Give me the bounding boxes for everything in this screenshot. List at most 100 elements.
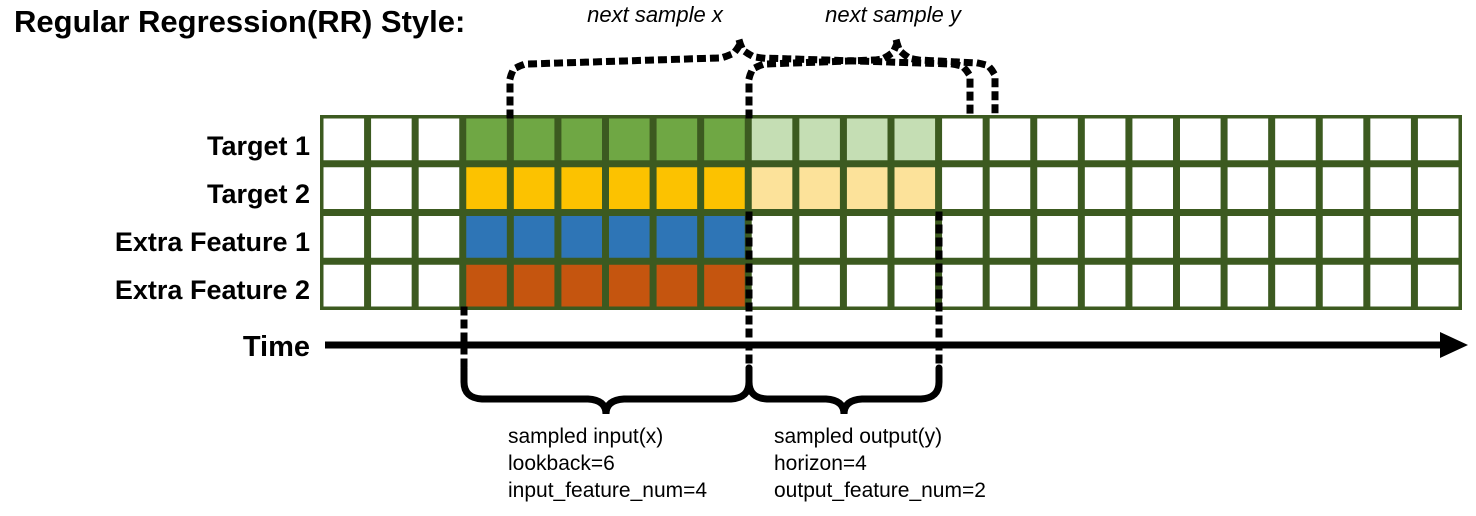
- grid-cell[interactable]: [1417, 167, 1459, 209]
- brace-label-next-sample-y: next sample y: [825, 2, 963, 27]
- grid-cell[interactable]: [561, 167, 602, 209]
- grid-cell[interactable]: [1180, 264, 1221, 307]
- grid-cell[interactable]: [751, 264, 793, 307]
- grid-cell[interactable]: [418, 264, 460, 307]
- grid-cell[interactable]: [894, 216, 936, 258]
- grid-cell[interactable]: [704, 118, 745, 161]
- grid-cell[interactable]: [1180, 167, 1221, 209]
- grid-cell[interactable]: [1370, 264, 1411, 307]
- grid-cell[interactable]: [1370, 118, 1411, 161]
- grid-cell[interactable]: [894, 264, 936, 307]
- caption-sampled-output: sampled output(y) horizon=4 output_featu…: [774, 425, 986, 502]
- grid-cell[interactable]: [371, 167, 412, 209]
- grid-cell[interactable]: [1275, 264, 1316, 307]
- grid-cell[interactable]: [1322, 264, 1364, 307]
- grid-cell[interactable]: [609, 216, 650, 258]
- grid-cell[interactable]: [942, 167, 983, 209]
- grid-cell[interactable]: [1227, 167, 1269, 209]
- grid-cell[interactable]: [1132, 264, 1173, 307]
- grid-cell[interactable]: [1037, 118, 1078, 161]
- grid-cell[interactable]: [1227, 216, 1269, 258]
- grid-cell[interactable]: [466, 264, 507, 307]
- grid-cell[interactable]: [466, 216, 507, 258]
- grid-cell[interactable]: [1370, 167, 1411, 209]
- grid-cell[interactable]: [656, 264, 698, 307]
- grid-cell[interactable]: [989, 167, 1031, 209]
- grid-cell[interactable]: [323, 264, 365, 307]
- grid-cell[interactable]: [704, 264, 745, 307]
- grid-cell[interactable]: [1227, 118, 1269, 161]
- grid-cell[interactable]: [561, 264, 602, 307]
- grid-cell[interactable]: [323, 118, 365, 161]
- grid-cell[interactable]: [894, 118, 936, 161]
- grid-cell[interactable]: [1275, 216, 1316, 258]
- grid-cell[interactable]: [1037, 167, 1078, 209]
- grid-cell[interactable]: [1180, 216, 1221, 258]
- row-label-extra-feature-1: Extra Feature 1: [115, 227, 310, 257]
- grid-cell[interactable]: [323, 167, 365, 209]
- grid-cell[interactable]: [942, 264, 983, 307]
- grid-cell[interactable]: [751, 216, 793, 258]
- page-title: Regular Regression(RR) Style:: [14, 4, 465, 39]
- grid-cell[interactable]: [513, 264, 555, 307]
- grid-cell[interactable]: [1322, 167, 1364, 209]
- grid-cell[interactable]: [751, 167, 793, 209]
- grid-cell[interactable]: [656, 167, 698, 209]
- grid-cell[interactable]: [371, 118, 412, 161]
- grid-cell[interactable]: [846, 118, 888, 161]
- grid-cell[interactable]: [1322, 118, 1364, 161]
- grid-cell[interactable]: [656, 216, 698, 258]
- grid-cell[interactable]: [1417, 216, 1459, 258]
- grid-cell[interactable]: [1275, 118, 1316, 161]
- grid-cell[interactable]: [846, 167, 888, 209]
- grid-cell[interactable]: [942, 216, 983, 258]
- grid-cell[interactable]: [609, 118, 650, 161]
- grid-cell[interactable]: [1322, 216, 1364, 258]
- grid-cell[interactable]: [513, 216, 555, 258]
- grid-cell[interactable]: [989, 216, 1031, 258]
- grid-cell[interactable]: [846, 264, 888, 307]
- grid-cell[interactable]: [418, 118, 460, 161]
- grid-cell[interactable]: [609, 167, 650, 209]
- grid-cell[interactable]: [609, 264, 650, 307]
- grid-cell[interactable]: [1417, 118, 1459, 161]
- grid-cell[interactable]: [656, 118, 698, 161]
- grid-cell[interactable]: [751, 118, 793, 161]
- grid-cell[interactable]: [513, 167, 555, 209]
- grid-cell[interactable]: [1132, 167, 1173, 209]
- grid-cell[interactable]: [942, 118, 983, 161]
- grid-cell[interactable]: [989, 118, 1031, 161]
- grid-cell[interactable]: [799, 264, 840, 307]
- grid-cell[interactable]: [466, 167, 507, 209]
- grid-cell[interactable]: [846, 216, 888, 258]
- grid-cell[interactable]: [1180, 118, 1221, 161]
- grid-cell[interactable]: [561, 216, 602, 258]
- grid-cell[interactable]: [1275, 167, 1316, 209]
- grid-cell[interactable]: [1084, 118, 1126, 161]
- grid-cell[interactable]: [466, 118, 507, 161]
- grid-cell[interactable]: [799, 118, 840, 161]
- grid-cell[interactable]: [1084, 167, 1126, 209]
- grid-cell[interactable]: [704, 167, 745, 209]
- grid-cell[interactable]: [894, 167, 936, 209]
- grid-cell[interactable]: [561, 118, 602, 161]
- grid-cell[interactable]: [704, 216, 745, 258]
- grid-cell[interactable]: [371, 264, 412, 307]
- grid-cell[interactable]: [1084, 216, 1126, 258]
- grid-cell[interactable]: [1037, 216, 1078, 258]
- grid-cell[interactable]: [1370, 216, 1411, 258]
- grid-cell[interactable]: [799, 167, 840, 209]
- grid-cell[interactable]: [1417, 264, 1459, 307]
- grid-cell[interactable]: [418, 167, 460, 209]
- grid-cell[interactable]: [513, 118, 555, 161]
- grid-cell[interactable]: [1037, 264, 1078, 307]
- grid-cell[interactable]: [371, 216, 412, 258]
- grid-cell[interactable]: [1084, 264, 1126, 307]
- grid-cell[interactable]: [799, 216, 840, 258]
- grid-cell[interactable]: [323, 216, 365, 258]
- grid-cell[interactable]: [989, 264, 1031, 307]
- grid-cell[interactable]: [1132, 216, 1173, 258]
- grid-cell[interactable]: [1227, 264, 1269, 307]
- grid-cell[interactable]: [418, 216, 460, 258]
- grid-cell[interactable]: [1132, 118, 1173, 161]
